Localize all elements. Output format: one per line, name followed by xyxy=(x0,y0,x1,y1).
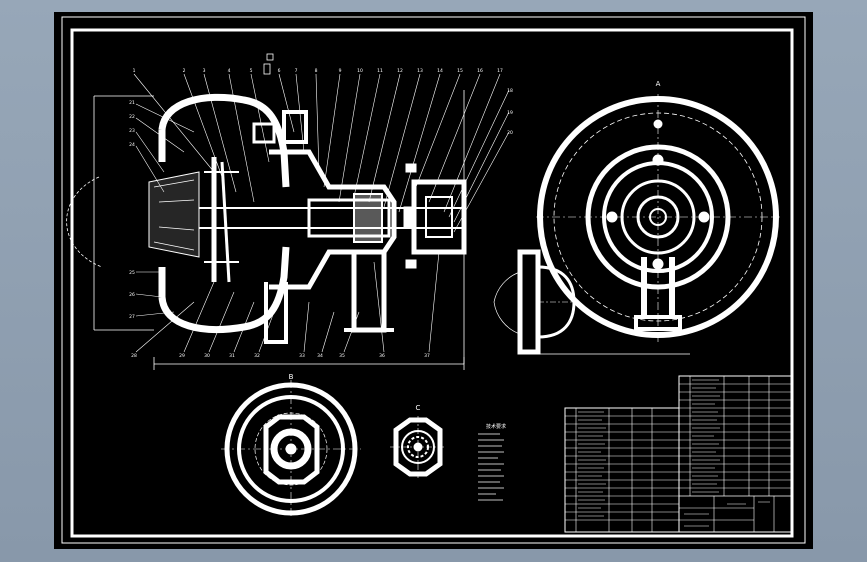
balloon-number: 10 xyxy=(357,68,363,74)
balloon-number: 32 xyxy=(254,353,260,359)
wheel-detail-view xyxy=(221,380,361,517)
balloon-number: 29 xyxy=(179,353,185,359)
balloon-number: 15 xyxy=(457,68,463,74)
balloon-number: 17 xyxy=(497,68,503,74)
balloon-number: 23 xyxy=(129,128,135,134)
balloon-number: 12 xyxy=(397,68,403,74)
gear-detail-view xyxy=(390,416,446,478)
balloon-number: 35 xyxy=(339,353,345,359)
view-label-b: B xyxy=(289,373,294,381)
balloon-number: 18 xyxy=(507,88,513,94)
balloon-number: 31 xyxy=(229,353,235,359)
balloon-number: 16 xyxy=(477,68,483,74)
balloon-number: 27 xyxy=(129,314,135,320)
leader-lines-bottom xyxy=(135,251,440,353)
parts-list-table xyxy=(564,407,680,533)
balloon-number: 4 xyxy=(228,68,231,74)
end-view xyxy=(493,94,780,355)
balloon-number: 36 xyxy=(379,353,385,359)
title-block xyxy=(678,375,793,533)
balloon-numbers-bottom: 28 29 30 31 32 33 34 35 36 37 xyxy=(131,353,430,359)
balloon-number: 2 xyxy=(183,68,186,74)
balloon-number: 33 xyxy=(299,353,305,359)
balloon-number: 34 xyxy=(317,353,323,359)
drawing-canvas[interactable]: A B C 技术要求 xyxy=(54,12,813,549)
leader-lines-top xyxy=(133,73,510,233)
main-section-view xyxy=(66,53,467,370)
balloon-number: 24 xyxy=(129,142,135,148)
balloon-number: 6 xyxy=(278,68,281,74)
view-label-a: A xyxy=(656,80,661,88)
balloon-number: 21 xyxy=(129,100,135,106)
balloon-number: 28 xyxy=(131,353,137,359)
notes-title: 技术要求 xyxy=(486,423,506,430)
balloon-number: 25 xyxy=(129,270,135,276)
balloon-number: 11 xyxy=(377,68,383,74)
technical-notes: 技术要求 xyxy=(478,423,506,501)
balloon-number: 14 xyxy=(437,68,443,74)
balloon-number: 37 xyxy=(424,353,430,359)
balloon-number: 22 xyxy=(129,114,135,120)
balloon-number: 26 xyxy=(129,292,135,298)
balloon-number: 1 xyxy=(133,68,136,74)
leader-lines-left xyxy=(135,103,195,317)
balloon-number: 3 xyxy=(203,68,206,74)
balloon-number: 20 xyxy=(507,130,513,136)
view-label-c: C xyxy=(416,404,421,412)
balloon-number: 5 xyxy=(250,68,253,74)
drawing-sheet: A B C 技术要求 xyxy=(61,16,806,544)
balloon-numbers-left: 21 22 23 24 25 26 27 xyxy=(129,100,135,320)
balloon-number: 19 xyxy=(507,110,513,116)
balloon-number: 8 xyxy=(315,68,318,74)
balloon-number: 30 xyxy=(204,353,210,359)
balloon-number: 13 xyxy=(417,68,423,74)
sheet-border xyxy=(61,16,806,544)
balloon-number: 7 xyxy=(295,68,298,74)
balloon-number: 9 xyxy=(339,68,342,74)
